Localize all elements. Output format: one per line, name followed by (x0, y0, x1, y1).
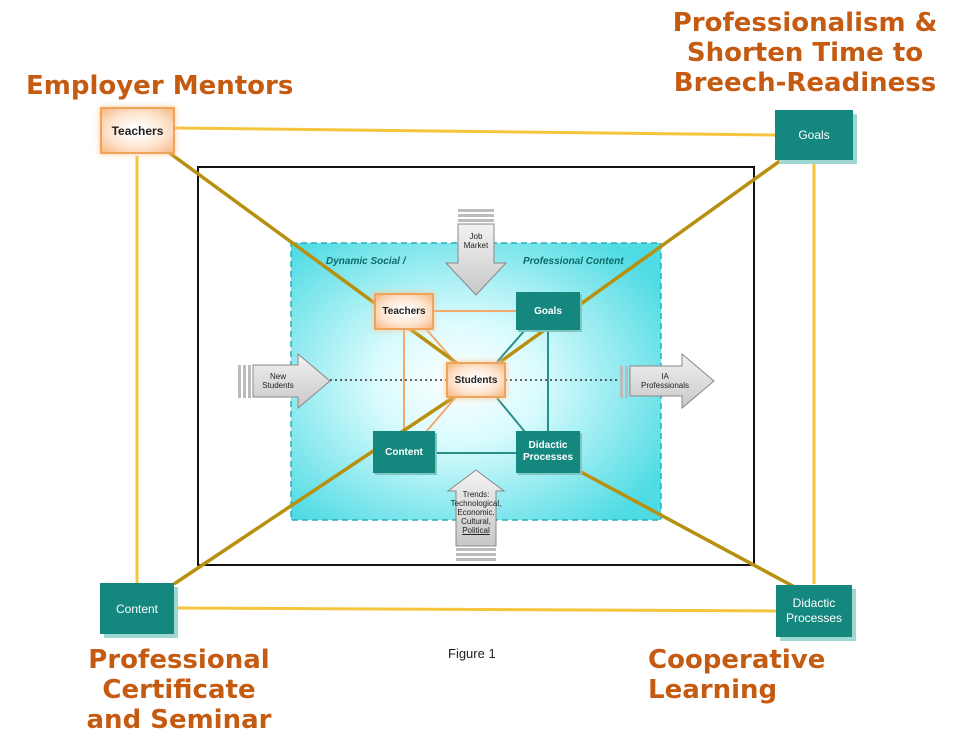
band-label-right: Professional Content (523, 256, 624, 267)
inner-node-didactic: Didactic Processes (516, 431, 580, 473)
job-market-label: Job Market (458, 232, 494, 250)
title-cooperative-learning: Cooperative Learning (648, 645, 826, 705)
trends-line-4: Cultural, (461, 517, 491, 526)
gold-diagonal-teachers (158, 144, 464, 369)
inner-node-teachers: Teachers (374, 293, 434, 330)
ia-professionals-line-2: Professionals (640, 381, 690, 390)
outer-node-didactic-line-2: Processes (785, 611, 843, 625)
yellow-line-top (174, 126, 777, 137)
figure-caption: Figure 1 (448, 646, 496, 661)
trends-line-3: Economic, (457, 508, 495, 517)
ia-professionals-label: IA Professionals (632, 372, 698, 390)
inner-node-students: Students (446, 362, 506, 398)
outer-node-didactic: Didactic Processes (776, 585, 852, 637)
trends-label: Trends: Technological, Economic, Cultura… (442, 490, 510, 535)
new-students-label: New Students (256, 372, 300, 390)
trends-arrow (446, 469, 506, 561)
title-employer-mentors: Employer Mentors (26, 71, 294, 101)
job-market-line-1: Job (469, 232, 483, 241)
yellow-line-bottom (174, 606, 777, 613)
inner-node-didactic-line-2: Processes (522, 452, 574, 463)
band-label-left: Dynamic Social / (326, 256, 406, 267)
new-students-line-1: New (269, 372, 286, 381)
gold-diagonal-content (173, 391, 461, 586)
inner-line-students-content (425, 397, 456, 433)
job-market-line-2: Market (463, 241, 489, 250)
trends-line-5: Political (462, 526, 490, 535)
inner-node-goals: Goals (516, 292, 580, 330)
new-students-line-2: Students (262, 381, 294, 390)
outer-node-goals: Goals (775, 110, 853, 160)
trends-line-2: Technological, (450, 499, 502, 508)
title-professional-certificate-line-1: Professional Certificate (88, 645, 270, 705)
job-market-arrow (444, 209, 508, 296)
title-professional-certificate: Professional Certificate and Seminar (14, 645, 344, 735)
outer-node-didactic-line-1: Didactic (792, 596, 836, 610)
new-students-arrow (238, 352, 331, 410)
title-professionalism-line-2: Shorten Time to (686, 38, 924, 68)
ia-professionals-arrow (620, 352, 715, 410)
inner-line-students-didactic (496, 397, 526, 433)
outer-node-teachers: Teachers (100, 107, 175, 154)
trends-line-1: Trends: (462, 490, 490, 499)
gold-diagonal-didactic (578, 469, 803, 593)
inner-node-didactic-line-1: Didactic (528, 440, 568, 451)
inner-line-students-goals (496, 329, 526, 363)
title-professionalism: Professionalism & Shorten Time to Breech… (670, 8, 940, 98)
ia-professionals-line-1: IA (661, 372, 669, 381)
title-professionalism-line-3: Breech-Readiness (673, 68, 937, 98)
inner-node-content: Content (373, 431, 435, 473)
title-professionalism-line-1: Professionalism & (672, 8, 938, 38)
outer-node-content: Content (100, 583, 174, 634)
